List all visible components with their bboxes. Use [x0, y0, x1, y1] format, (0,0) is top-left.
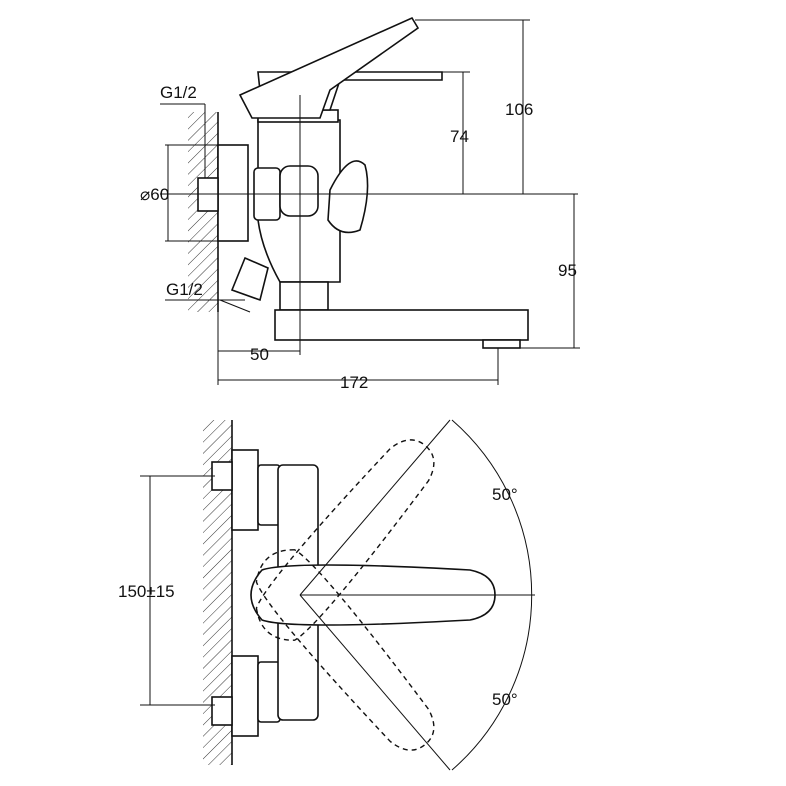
- thread-bottom-label: G1/2: [166, 280, 203, 299]
- wall-flange: [217, 144, 249, 242]
- top-view: 150±15 50° 50°: [118, 419, 535, 771]
- angle-arc: [451, 419, 533, 771]
- dim-95-label: 95: [558, 261, 577, 280]
- angle-upper-label: 50°: [492, 485, 518, 504]
- dim-74-label: 74: [450, 127, 469, 146]
- side-view: G1/2 ⌀60 G1/2 50 172 106 74 95: [140, 16, 580, 392]
- diverter-lever: [327, 160, 369, 234]
- dim-172-label: 172: [340, 373, 368, 392]
- dim-50-label: 50: [250, 345, 269, 364]
- diameter-label: ⌀60: [140, 185, 169, 204]
- angle-lower-label: 50°: [492, 690, 518, 709]
- thread-top-label: G1/2: [160, 83, 197, 102]
- handle-lever-raised: [238, 16, 420, 119]
- diverter-knob: [279, 165, 319, 217]
- aerator: [482, 339, 521, 349]
- shower-outlet: [230, 256, 269, 302]
- spout-connector: [279, 281, 329, 311]
- spout: [274, 309, 529, 341]
- dim-150-label: 150±15: [118, 582, 175, 601]
- dim-106-label: 106: [505, 100, 533, 119]
